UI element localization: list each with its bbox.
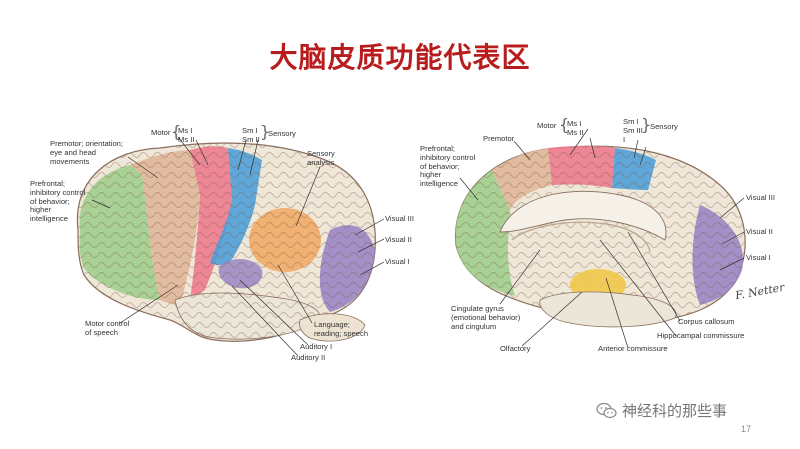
medial-corpus-callosum-label: Corpus callosum: [678, 317, 735, 326]
lateral-motor-label: Motor: [151, 128, 171, 137]
slide-title: 大脑皮质功能代表区: [269, 41, 531, 74]
watermark-text: 神经科的那些事: [622, 402, 728, 420]
lateral-sensory-analysis-label: Sensory analysis: [307, 149, 335, 167]
wechat-icon: [596, 402, 617, 418]
medial-brain: [454, 145, 746, 328]
lateral-premotor-label: Premotor; orientation; eye and head move…: [50, 139, 124, 166]
lateral-visual-iii-label: Visual III: [385, 214, 414, 223]
medial-cingulate-label: Cingulate gyrus (emotional behavior) and…: [451, 304, 521, 331]
lateral-auditory-ii-label: Auditory II: [291, 353, 326, 362]
medial-visual-ii-label: Visual II: [746, 227, 773, 236]
lateral-leader-lines: [91, 136, 385, 357]
lateral-sensory-brace: }: [260, 122, 271, 141]
medial-hippocampal-label: Hippocampal commissure: [657, 331, 745, 340]
lateral-ms-label: Ms I Ms II: [178, 126, 195, 144]
medial-prefrontal-label: Prefrontal; inhibitory control of behavi…: [420, 144, 476, 189]
lateral-sm-label: Sm I Sm II: [242, 126, 260, 144]
medial-motor-label: Motor: [537, 121, 557, 130]
medial-anterior-commissure-label: Anterior commissure: [598, 344, 668, 353]
lateral-motor-speech-label: Motor control of speech: [85, 319, 130, 337]
lateral-brain: [76, 142, 376, 342]
medial-olfactory-label: Olfactory: [500, 344, 531, 353]
medial-temporal-lobe: [539, 291, 677, 328]
lateral-auditory-i-label: Auditory I: [300, 342, 333, 351]
medial-visual-iii-label: Visual III: [746, 193, 775, 202]
medial-visual-i-label: Visual I: [746, 253, 771, 262]
medial-sm-label: Sm I Sm III I: [623, 117, 643, 144]
medial-leader-lines: [459, 128, 745, 349]
lateral-visual-i-label: Visual I: [385, 257, 410, 266]
lateral-motor-brace: {: [171, 122, 182, 141]
lateral-sensory-label: Sensory: [268, 129, 296, 138]
lateral-language-label: Language; reading; speech: [314, 320, 369, 338]
medial-sensory-label: Sensory: [650, 122, 678, 131]
medial-motor-brace: {: [559, 115, 570, 134]
medial-ms-label: Ms I Ms II: [567, 119, 584, 137]
medial-sensory-brace: }: [641, 115, 652, 134]
lateral-prefrontal-label: Prefrontal; inhibitory control of behavi…: [30, 179, 86, 224]
lateral-visual-ii-label: Visual II: [385, 235, 412, 244]
page-number: 17: [741, 424, 752, 434]
medial-corpus-callosum: [499, 190, 667, 241]
lateral-cerebellum: [299, 313, 366, 342]
medial-premotor-label: Premotor: [483, 134, 515, 143]
wechat-watermark: 神经科的那些事: [596, 400, 727, 421]
